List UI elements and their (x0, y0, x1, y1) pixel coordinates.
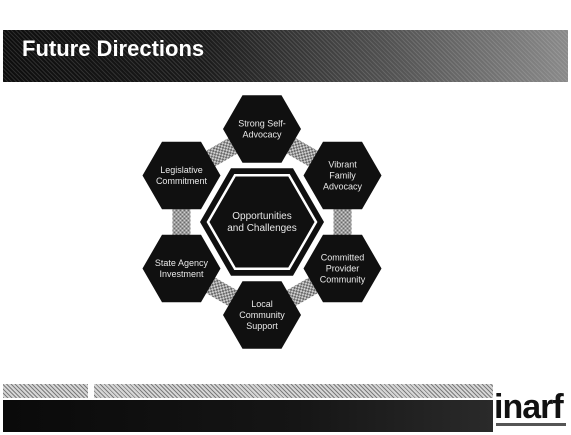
hex-label-vibrant-family-advocacy: Advocacy (323, 182, 363, 192)
hex-label-legislative-commitment: Legislative (160, 165, 203, 175)
hex-label-legislative-commitment: Commitment (156, 176, 208, 186)
logo-tagline-mark (496, 423, 566, 426)
hex-label-committed-provider-community: Provider (326, 264, 360, 274)
footer-stripe (3, 384, 493, 398)
hex-label-strong-self-advocacy: Advocacy (242, 130, 282, 140)
hex-shape-strong-self-advocacy (223, 95, 301, 163)
hex-shape-committed-provider-community (303, 234, 382, 303)
hex-label-strong-self-advocacy: Strong Self- (238, 119, 286, 129)
center-label: Opportunities (232, 211, 291, 222)
hex-label-local-community-support: Support (246, 321, 278, 331)
outer-hexagons: Strong Self-AdvocacyVibrantFamilyAdvocac… (142, 95, 382, 349)
hex-label-committed-provider-community: Community (320, 275, 366, 285)
center-label: and Challenges (227, 223, 297, 234)
hex-label-state-agency-investment: State Agency (155, 258, 209, 268)
hex-shape-vibrant-family-advocacy (303, 141, 382, 210)
hex-strong-self-advocacy: Strong Self-Advocacy (223, 95, 301, 163)
title-banner (3, 30, 568, 82)
hex-label-vibrant-family-advocacy: Family (329, 171, 356, 181)
connector-2 (285, 276, 319, 307)
center-hex-ring (206, 173, 318, 271)
inarf-logo: inarf (494, 388, 564, 426)
hex-label-state-agency-investment: Investment (159, 269, 204, 279)
hex-shape-local-community-support (223, 281, 301, 349)
connector-1 (333, 208, 352, 236)
center-hex-outer (200, 168, 324, 276)
hex-label-vibrant-family-advocacy: Vibrant (328, 160, 357, 170)
footer-stripe-gap (88, 384, 94, 398)
connector-group (172, 137, 352, 307)
connector-3 (205, 276, 239, 307)
connector-5 (205, 137, 239, 168)
hex-label-local-community-support: Community (239, 310, 285, 320)
connector-0 (285, 137, 319, 168)
hex-label-local-community-support: Local (251, 299, 273, 309)
hex-label-committed-provider-community: Committed (321, 253, 365, 263)
connector-4 (172, 208, 191, 236)
footer-band (3, 400, 493, 432)
slide-title: Future Directions (22, 36, 205, 61)
hex-shape-state-agency-investment (142, 234, 221, 303)
hex-shape-legislative-commitment (142, 141, 221, 210)
